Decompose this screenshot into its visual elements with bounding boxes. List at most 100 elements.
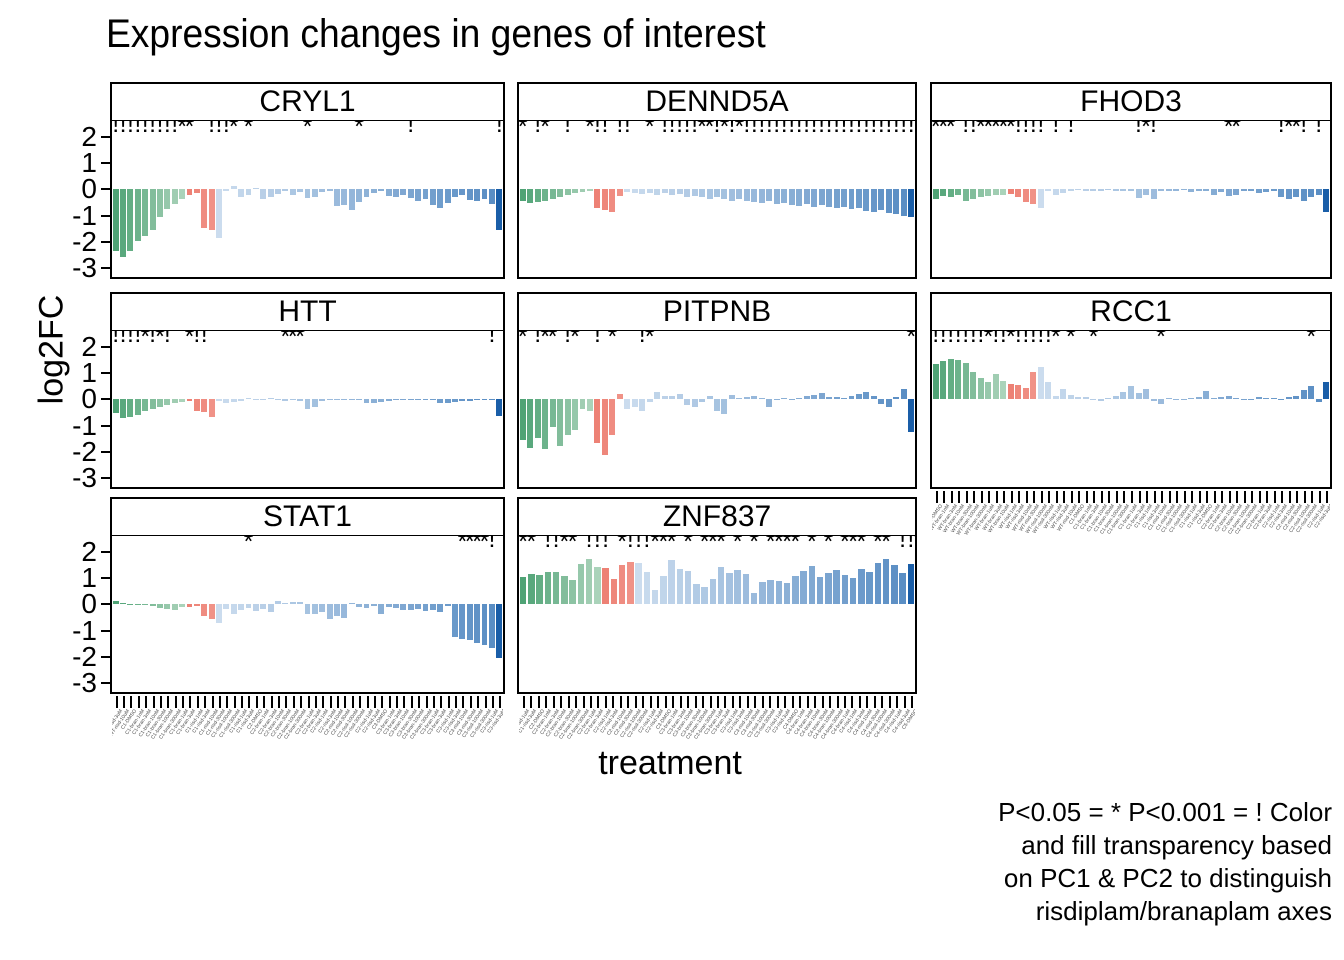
bar [1090, 189, 1097, 191]
bar [142, 603, 149, 605]
bar [179, 604, 186, 607]
significance-marker: ! [643, 536, 651, 553]
bar [561, 575, 568, 605]
bar [668, 560, 675, 605]
x-axis-tick [649, 696, 652, 708]
x-axis-tick [447, 696, 450, 708]
facet-plot-area: *!*!*!!!!*!!!!!**!*!*!!!!!!!!!!!!!!!!!!!… [517, 121, 917, 279]
bar [267, 398, 274, 400]
significance-marker: * [559, 536, 570, 556]
facet-title: ZNF837 [662, 500, 772, 533]
x-axis-tick [903, 696, 906, 708]
bar [267, 604, 274, 613]
x-axis-tick [285, 696, 288, 708]
significance-marker: * [782, 536, 792, 556]
bar [870, 396, 877, 400]
significance-marker: * [567, 536, 578, 556]
significance-marker: ! [999, 331, 1007, 348]
bar [863, 392, 870, 400]
significance-marker: * [881, 536, 891, 556]
significance-marker: * [983, 121, 994, 141]
bar [594, 399, 601, 443]
significance-marker: * [585, 121, 595, 141]
significance-marker: ! [593, 536, 601, 553]
y-axis-tick [101, 241, 110, 244]
x-axis-tick [307, 696, 310, 708]
bar [142, 189, 149, 236]
bar [691, 189, 698, 197]
bar [1255, 396, 1262, 400]
x-axis-tick [1296, 491, 1299, 503]
bar [282, 603, 289, 605]
significance-marker: * [644, 331, 655, 351]
x-axis-tick [791, 696, 794, 708]
significance-marker: ! [810, 121, 818, 138]
bar [1030, 189, 1037, 204]
significance-row: ***!!*****!!!!!!!*!**!**!! [932, 121, 1330, 155]
significance-marker: * [1231, 121, 1241, 141]
significance-marker: ! [661, 121, 669, 138]
x-axis-tick [1055, 491, 1058, 503]
bar [1225, 189, 1232, 197]
bar [899, 572, 906, 605]
significance-marker: ! [544, 536, 552, 553]
x-axis-tick [1010, 491, 1013, 503]
x-axis-tick [1138, 491, 1141, 503]
bar [1240, 189, 1247, 191]
bar [164, 399, 171, 406]
significance-marker: ! [1037, 331, 1045, 348]
significance-row: *****! [112, 536, 503, 570]
bar [267, 189, 274, 197]
y-axis-tick [101, 477, 110, 480]
significance-marker: ! [1029, 121, 1037, 138]
x-axis-tick [1040, 491, 1043, 503]
bar [1248, 189, 1255, 191]
bar [669, 396, 676, 400]
x-axis-tick [806, 696, 809, 708]
x-axis-tick [799, 696, 802, 708]
significance-marker: * [1005, 331, 1016, 351]
x-axis-tick [233, 696, 236, 708]
bar [519, 189, 526, 202]
significance-marker: ! [215, 121, 223, 138]
bar [932, 363, 939, 400]
bar [429, 604, 436, 611]
x-axis-tick [455, 696, 458, 708]
bar [378, 189, 385, 191]
bar [1293, 189, 1300, 197]
bar [1293, 396, 1300, 400]
significance-marker: * [177, 121, 187, 141]
x-axis-ticks [112, 696, 503, 708]
significance-marker: * [464, 536, 475, 556]
bar [245, 189, 252, 196]
facet-plot-area: *!**!*!*!** [517, 331, 917, 489]
bar [370, 189, 377, 193]
bar [208, 399, 215, 417]
x-axis-tick [218, 696, 221, 708]
bar [466, 399, 473, 401]
significance-marker: ! [1150, 121, 1157, 138]
bar [252, 399, 259, 401]
x-axis-tick [300, 696, 303, 708]
bar [1037, 189, 1044, 209]
significance-marker: * [457, 536, 468, 556]
x-axis-tick [1025, 491, 1028, 503]
significance-marker: ! [833, 121, 841, 138]
bar [356, 189, 363, 203]
y-axis-tick [101, 267, 110, 270]
bar [1082, 397, 1089, 400]
x-axis-tick [152, 696, 155, 708]
bar [736, 398, 743, 400]
bar [693, 583, 700, 605]
significance-marker: ! [877, 121, 885, 138]
significance-marker: ! [141, 121, 149, 138]
bar [1015, 384, 1022, 400]
significance-marker: ! [962, 331, 970, 348]
bar [142, 399, 149, 412]
x-axis-tick [1281, 491, 1284, 503]
significance-marker: * [998, 121, 1009, 141]
bar [874, 562, 882, 605]
significance-marker: ! [601, 121, 609, 138]
x-axis-tick [1198, 491, 1201, 503]
